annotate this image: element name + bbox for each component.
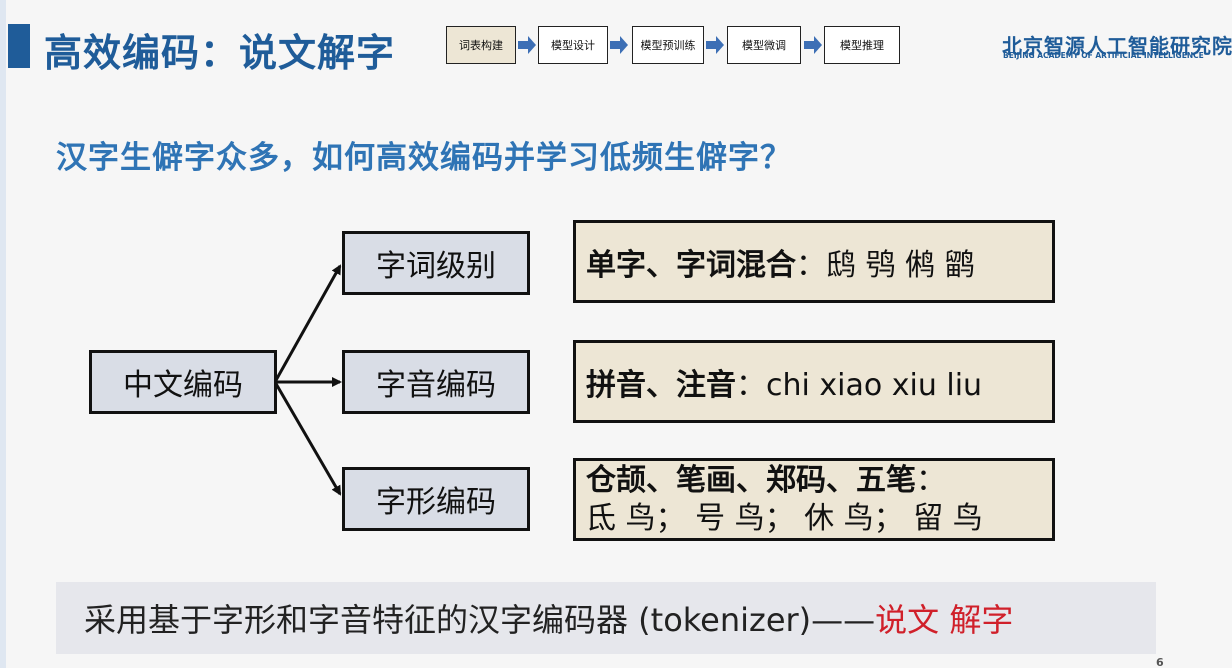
pipeline-arrow-icon [518,36,536,54]
arrow-to-glyph [273,381,342,496]
question-heading: 汉字生僻字众多，如何高效编码并学习低频生僻字？ [56,140,792,176]
branch-node-word-level: 字词级别 [342,231,530,295]
pipeline-arrow-icon [610,36,628,54]
desc-line: 仓颉、笔画、郑码、五笔： [586,462,1052,500]
conclusion-banner: 采用基于字形和字音特征的汉字编码器 (tokenizer)——说文 解字 [56,582,1156,654]
root-node: 中文编码 [89,350,277,414]
conclusion-text: 采用基于字形和字音特征的汉字编码器 (tokenizer)—— [84,601,876,639]
pipeline-step-pretrain: 模型预训练 [632,26,704,64]
desc-line: 单字、字词混合：鸱 鸮 鸺 鹠 [586,240,1052,284]
desc-bold: 单字、字词混合 [586,247,796,283]
pipeline-step-finetune: 模型微调 [727,26,801,64]
title-accent-bar [8,24,30,68]
pipeline-step-vocab: 词表构建 [446,26,516,64]
pipeline-step-inference: 模型推理 [824,26,900,64]
branch-node-glyph: 字形编码 [342,467,530,531]
baai-logo-english: BEIJING ACADEMY OF ARTIFICIAL INTELLIGEN… [1003,51,1204,60]
slide-title: 高效编码：说文解字 [44,31,396,75]
desc-word-level: 单字、字词混合：鸱 鸮 鸺 鹠 [573,220,1055,303]
desc-rest: ： [916,462,946,498]
pipeline-arrow-icon [804,36,822,54]
pipeline-arrow-icon [706,36,724,54]
conclusion-highlight: 说文 解字 [875,601,1014,639]
desc-rest: ：鸱 鸮 鸺 鹠 [796,247,975,283]
arrow-to-word-level [273,264,342,383]
left-edge-decoration [0,0,6,668]
branch-node-phonetic: 字音编码 [342,350,530,414]
desc-line-2: 氐 鸟； 号 鸟； 休 鸟； 留 鸟 [586,500,983,536]
desc-line: 拼音、注音：chi xiao xiu liu [586,360,1052,404]
desc-bold: 仓颉、笔画、郑码、五笔 [586,462,916,498]
page-number: 6 [1156,656,1164,669]
desc-rest: ：chi xiao xiu liu [736,367,983,403]
pipeline-step-model-design: 模型设计 [538,26,608,64]
desc-bold: 拼音、注音 [586,367,736,403]
desc-glyph: 仓颉、笔画、郑码、五笔： 氐 鸟； 号 鸟； 休 鸟； 留 鸟 [573,458,1055,541]
baai-logo-chinese: 北京智源人工智能研究院 [1002,34,1232,58]
desc-phonetic: 拼音、注音：chi xiao xiu liu [573,340,1055,423]
